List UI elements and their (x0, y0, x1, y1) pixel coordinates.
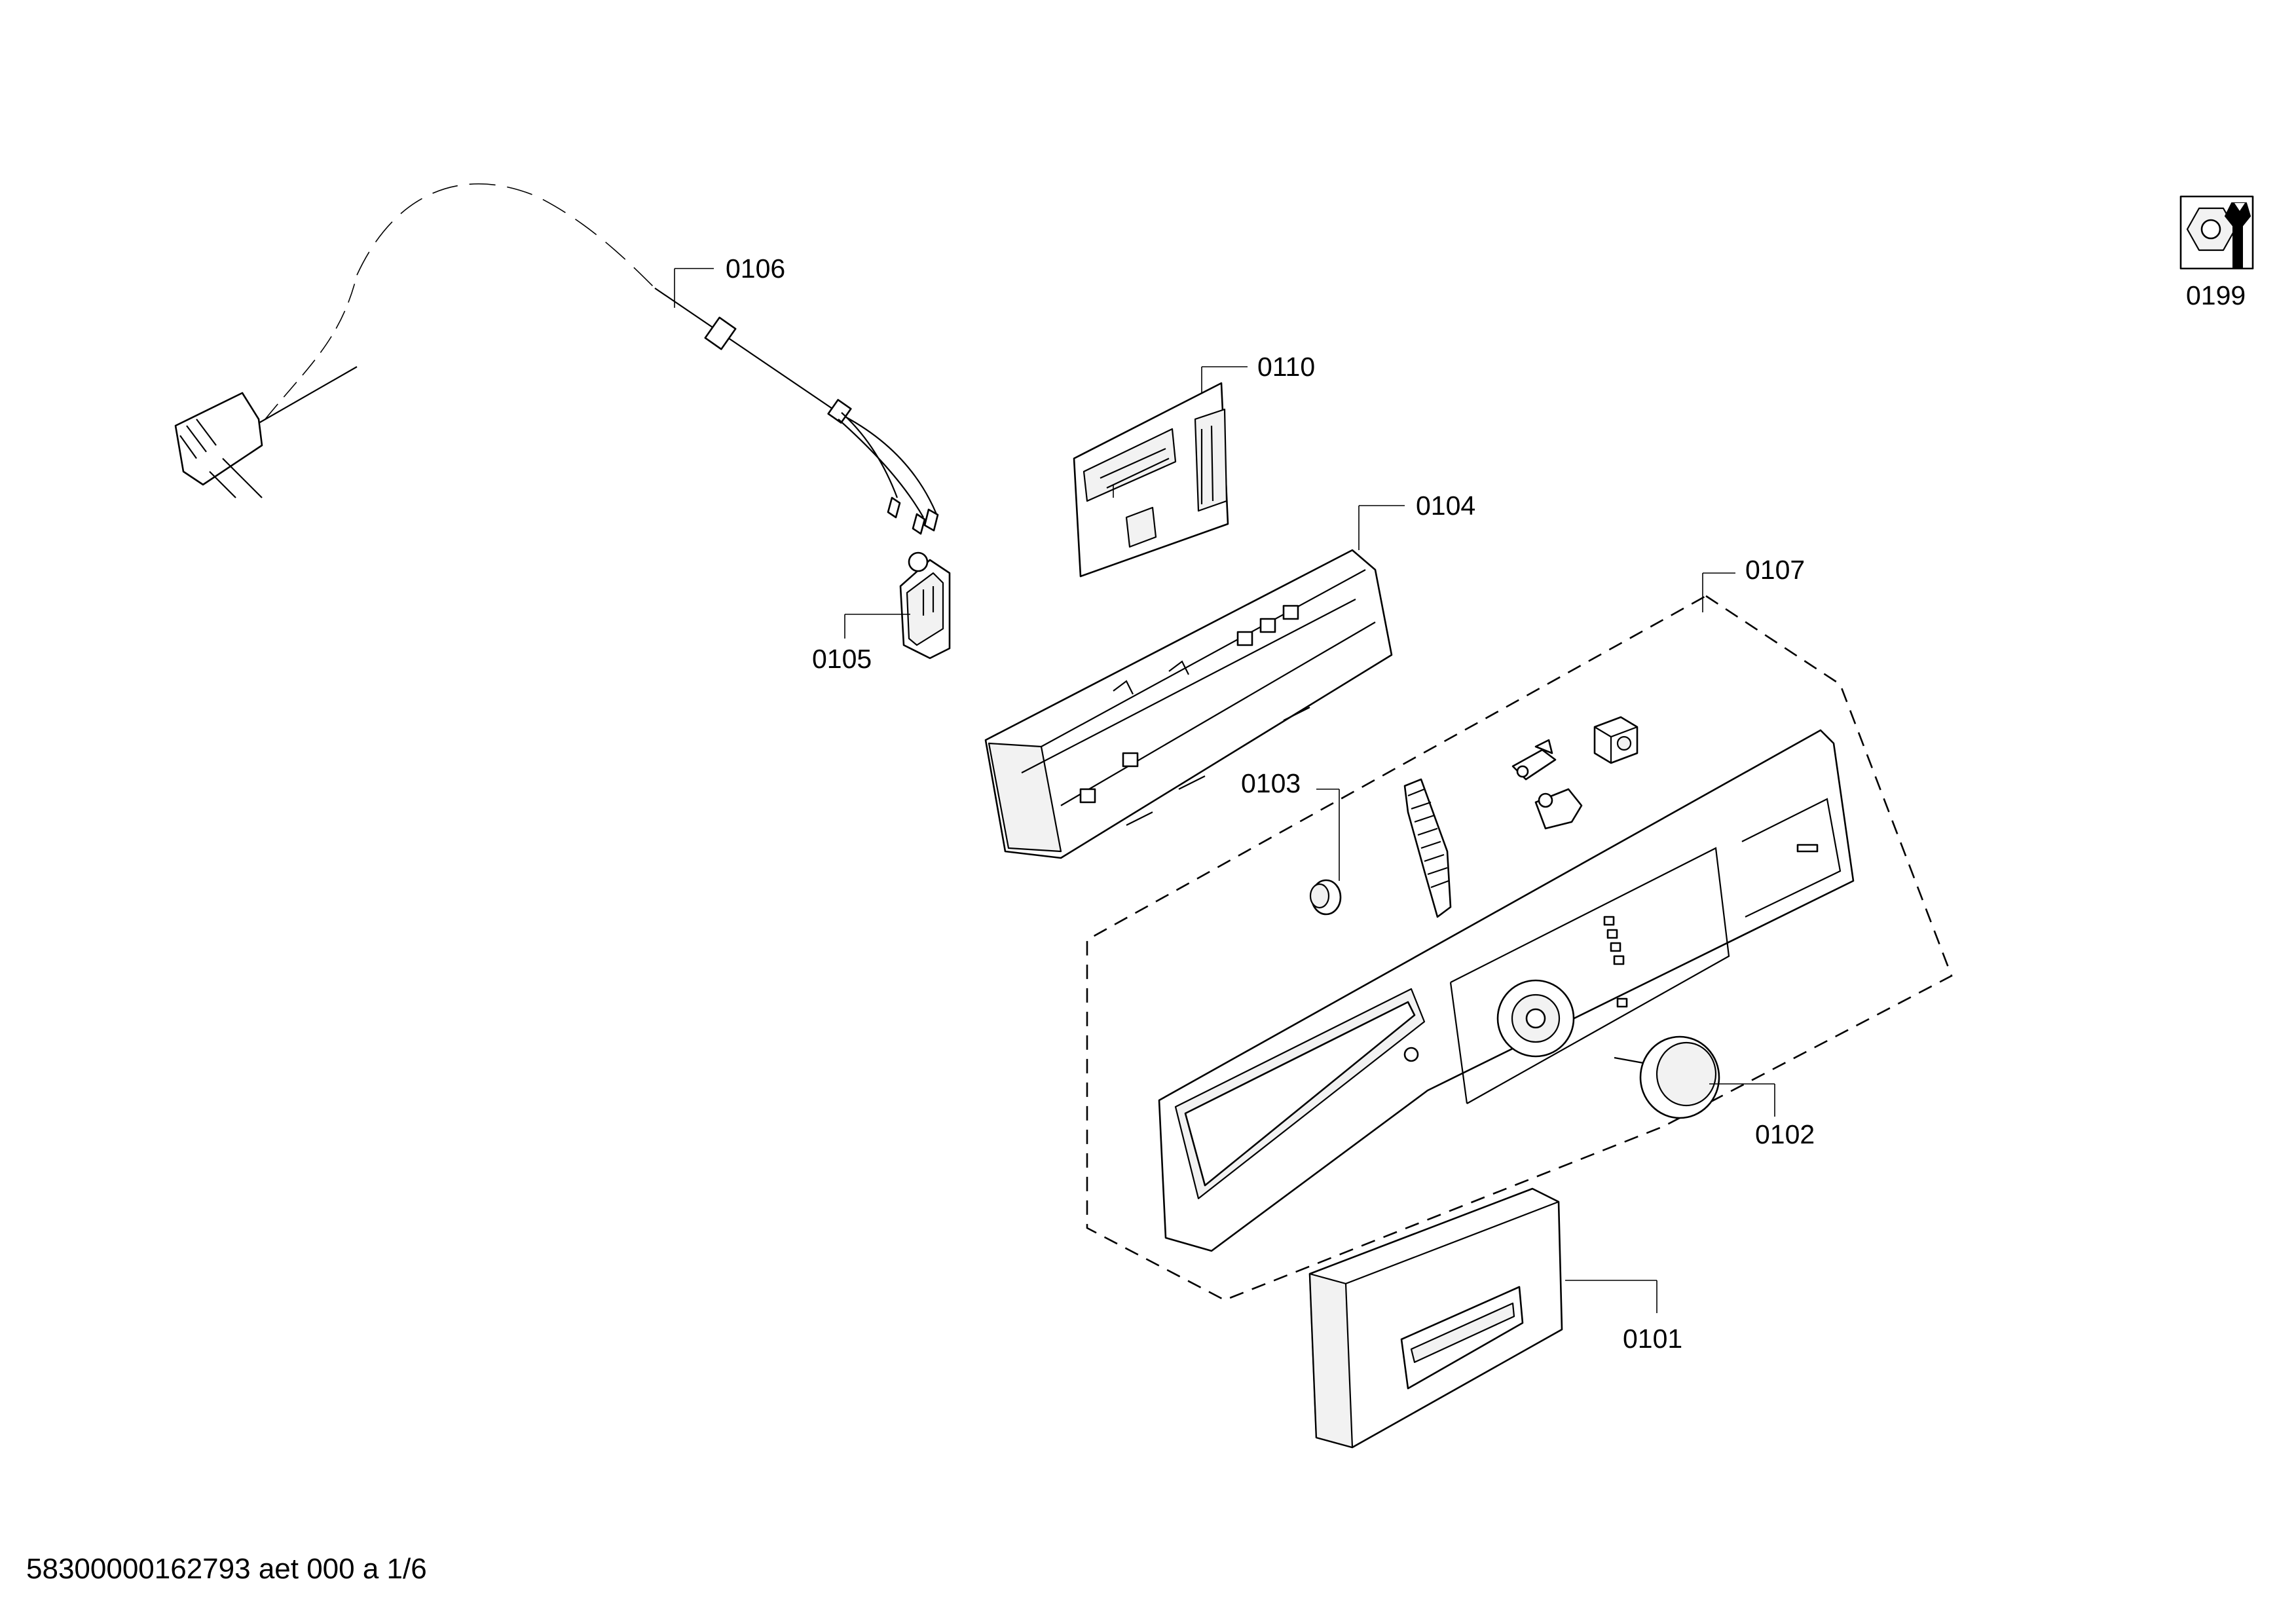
label-0103: 0103 (1241, 768, 1301, 798)
switch-part-a[interactable] (1511, 739, 1557, 781)
label-0102: 0102 (1755, 1119, 1815, 1149)
label-0106: 0106 (726, 253, 785, 284)
wrench-nut-icon[interactable] (2179, 195, 2254, 270)
control-panel-part[interactable] (1158, 729, 1855, 1252)
button-part[interactable] (1309, 879, 1342, 916)
label-0110: 0110 (1257, 352, 1315, 382)
label-0104: 0104 (1416, 491, 1475, 521)
electronic-board-part[interactable] (1073, 382, 1229, 578)
module-holder-part[interactable] (984, 549, 1393, 859)
label-0101: 0101 (1623, 1324, 1682, 1354)
light-guide-part[interactable] (1403, 778, 1452, 918)
switch-part-b[interactable] (1534, 788, 1583, 830)
label-0199: 0199 (2186, 280, 2246, 310)
filter-part[interactable] (899, 551, 951, 660)
power-cord-part[interactable] (174, 183, 939, 535)
label-0107: 0107 (1745, 555, 1805, 585)
knob-part[interactable] (1614, 1035, 1720, 1119)
label-0105: 0105 (812, 644, 872, 674)
switch-part-c[interactable] (1593, 716, 1639, 764)
group-outline-0107 (1086, 595, 1953, 1301)
document-footer: 58300000162793 aet 000 a 1/6 (26, 1553, 427, 1585)
drawer-handle-part[interactable] (1308, 1187, 1563, 1449)
